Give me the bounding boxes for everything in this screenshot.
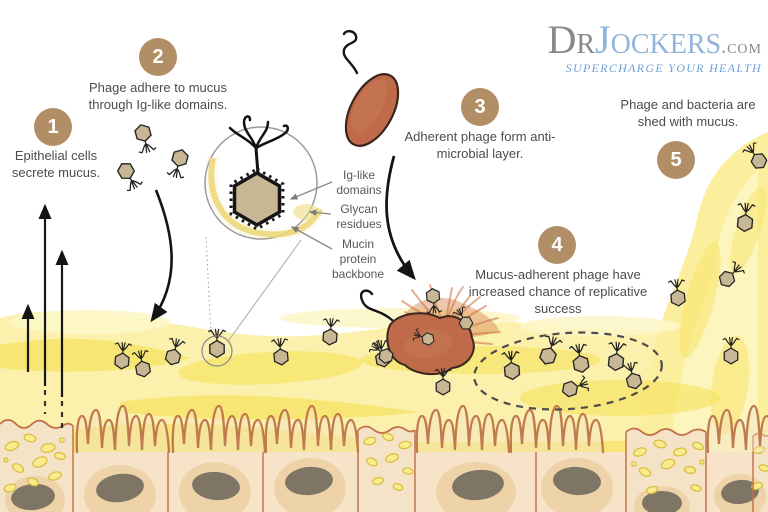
step-caption-3: Adherent phage form anti-microbial layer…: [404, 129, 556, 162]
cell-nuclei: [5, 458, 766, 512]
phage-icon: [166, 147, 191, 180]
step-caption-4: Mucus-adherent phage have increased chan…: [468, 267, 648, 317]
phage-highlight-ring: [201, 335, 233, 367]
mucin-strand: [208, 157, 323, 238]
brand-logo: DrJockers.com SUPERCHARGE YOUR HEALTH: [547, 20, 762, 76]
secretion-arrows: [21, 203, 69, 432]
phage-icon: [113, 158, 144, 193]
magnifier-inset-icon: [204, 115, 333, 341]
curved-arrow-icon: [150, 189, 173, 323]
step-badge-4: 4: [538, 226, 576, 264]
step-badge-1: 1: [34, 108, 72, 146]
phage-population: [112, 122, 768, 400]
mucus-vesicles: [3, 432, 768, 495]
tail-fibers: [228, 115, 289, 150]
brand-tagline: SUPERCHARGE YOUR HEALTH: [565, 61, 762, 75]
replication-zone-ellipse: [473, 331, 663, 411]
bacterium-icon: [342, 30, 400, 147]
curved-arrow-icon: [385, 155, 416, 281]
inset-label-glycan-residues: Glycan residues: [336, 202, 382, 231]
step-caption-2: Phage adhere to mucus through Ig-like do…: [88, 80, 228, 113]
inset-label-ig-like-domains: Ig-like domains: [336, 168, 382, 197]
step-badge-2: 2: [139, 38, 177, 76]
phage-icon: [132, 122, 157, 155]
brand-tld: .com: [721, 36, 762, 58]
brand-main: Jockers: [595, 17, 722, 62]
inset-label-mucin-backbone: Mucin protein backbone: [331, 237, 385, 281]
step-caption-5: Phage and bacteria are shed with mucus.: [620, 97, 756, 130]
brand-wordmark: DrJockers.com: [547, 20, 762, 60]
brand-prefix: Dr: [547, 17, 596, 62]
epithelial-cell-layer: [0, 404, 768, 512]
step-badge-3: 3: [461, 88, 499, 126]
step-badge-5: 5: [657, 141, 695, 179]
label-pointers: [289, 181, 333, 250]
step-caption-1: Epithelial cells secrete mucus.: [11, 148, 101, 181]
phage-capsid: [232, 170, 282, 228]
